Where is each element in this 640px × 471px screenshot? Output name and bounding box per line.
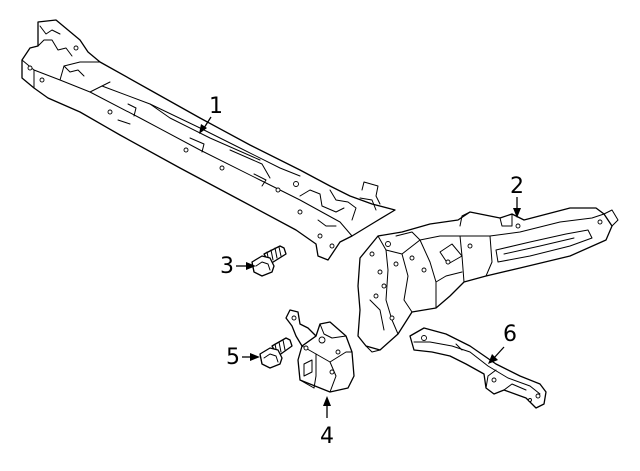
part-4-bracket <box>285 309 355 393</box>
part-6-brace <box>409 327 547 409</box>
part-5-bolt <box>259 337 293 369</box>
callout-1: 1 <box>199 94 223 134</box>
callout-5: 5 <box>226 345 260 370</box>
callout-4: 4 <box>320 396 334 449</box>
callout-3-label: 3 <box>220 254 234 279</box>
callout-2-label: 2 <box>510 174 524 199</box>
callout-3: 3 <box>220 254 256 279</box>
callout-5-label: 5 <box>226 345 240 370</box>
callout-6: 6 <box>488 322 517 364</box>
part-2-support-frame <box>357 207 619 353</box>
part-3-bolt <box>251 245 287 277</box>
part-1-upper-tie-bar <box>21 19 396 261</box>
callout-1-label: 1 <box>209 94 223 119</box>
callout-4-label: 4 <box>320 424 334 449</box>
callout-2: 2 <box>510 174 524 218</box>
callout-6-label: 6 <box>503 322 517 347</box>
